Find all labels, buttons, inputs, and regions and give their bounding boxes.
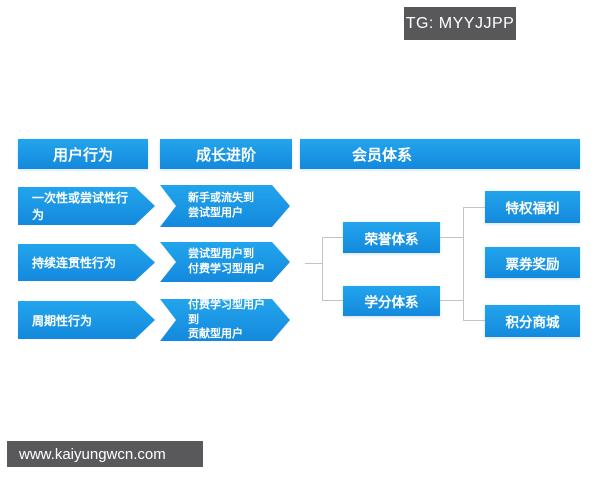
benefit-box-privileges: 特权福利 [485, 191, 580, 223]
header-membership-system-label: 会员体系 [352, 146, 413, 164]
connector-right-bracket-vertical [463, 207, 464, 321]
connector-left-bracket-vertical [322, 237, 323, 301]
behavior-arrow-continuous: 持续连贯性行为 [18, 244, 155, 281]
behavior-arrow-periodic: 周期性行为 [18, 301, 155, 339]
header-growth-progression-label: 成长进阶 [195, 146, 256, 164]
benefit-box-points-mall-label: 积分商城 [505, 315, 560, 330]
system-box-credit-label: 学分体系 [364, 295, 419, 310]
progression-arrow-paid-to-contributor: 付费学习型用户到 贡献型用户 [160, 299, 290, 341]
header-membership-system: 会员体系 [300, 139, 580, 169]
progression-line-2: 付费学习型用户 [188, 263, 265, 275]
telegram-badge-label: TG: MYYJJPP [405, 14, 515, 32]
progression-line-2: 尝试型用户 [188, 207, 243, 219]
benefit-box-coupon-rewards: 票券奖励 [485, 247, 580, 278]
connector-honor-to-bracket [440, 237, 463, 238]
progression-arrow-newbie-to-trial: 新手或流失到 尝试型用户 [160, 185, 290, 227]
header-growth-progression: 成长进阶 [160, 139, 292, 169]
progression-line-1: 新手或流失到 [188, 192, 254, 205]
benefit-box-privileges-label: 特权福利 [505, 201, 560, 216]
system-box-honor-label: 荣誉体系 [364, 231, 419, 247]
connector-arrow-to-bracket [305, 263, 322, 264]
system-box-honor: 荣誉体系 [343, 222, 440, 253]
watermark: www.kaiyungwcn.com [7, 441, 203, 467]
benefit-box-coupon-rewards-label: 票券奖励 [505, 256, 560, 272]
connector-stub-honor [322, 237, 343, 238]
behavior-arrow-periodic-label: 周期性行为 [32, 313, 93, 328]
progression-line-2: 贡献型用户 [188, 328, 243, 341]
connector-stub-privileges [463, 207, 485, 208]
progression-arrow-trial-to-paid: 尝试型用户到 付费学习型用户 [160, 242, 290, 282]
behavior-arrow-one-time-label: 一次性或尝试性行为 [32, 191, 129, 222]
header-user-behavior: 用户行为 [18, 139, 148, 169]
behavior-arrow-one-time: 一次性或尝试性行为 [18, 187, 155, 225]
connector-credit-to-bracket [440, 300, 463, 301]
telegram-badge: TG: MYYJJPP [404, 7, 516, 40]
connector-stub-points-mall [463, 320, 485, 321]
system-box-credit: 学分体系 [343, 286, 440, 316]
header-user-behavior-label: 用户行为 [52, 146, 113, 164]
connector-stub-credit [322, 300, 343, 301]
benefit-box-points-mall: 积分商城 [485, 305, 580, 337]
behavior-arrow-continuous-label: 持续连贯性行为 [32, 256, 117, 270]
progression-line-1: 尝试型用户到 [188, 248, 254, 261]
watermark-label: www.kaiyungwcn.com [19, 445, 166, 463]
progression-line-1: 付费学习型用户到 [188, 298, 265, 326]
